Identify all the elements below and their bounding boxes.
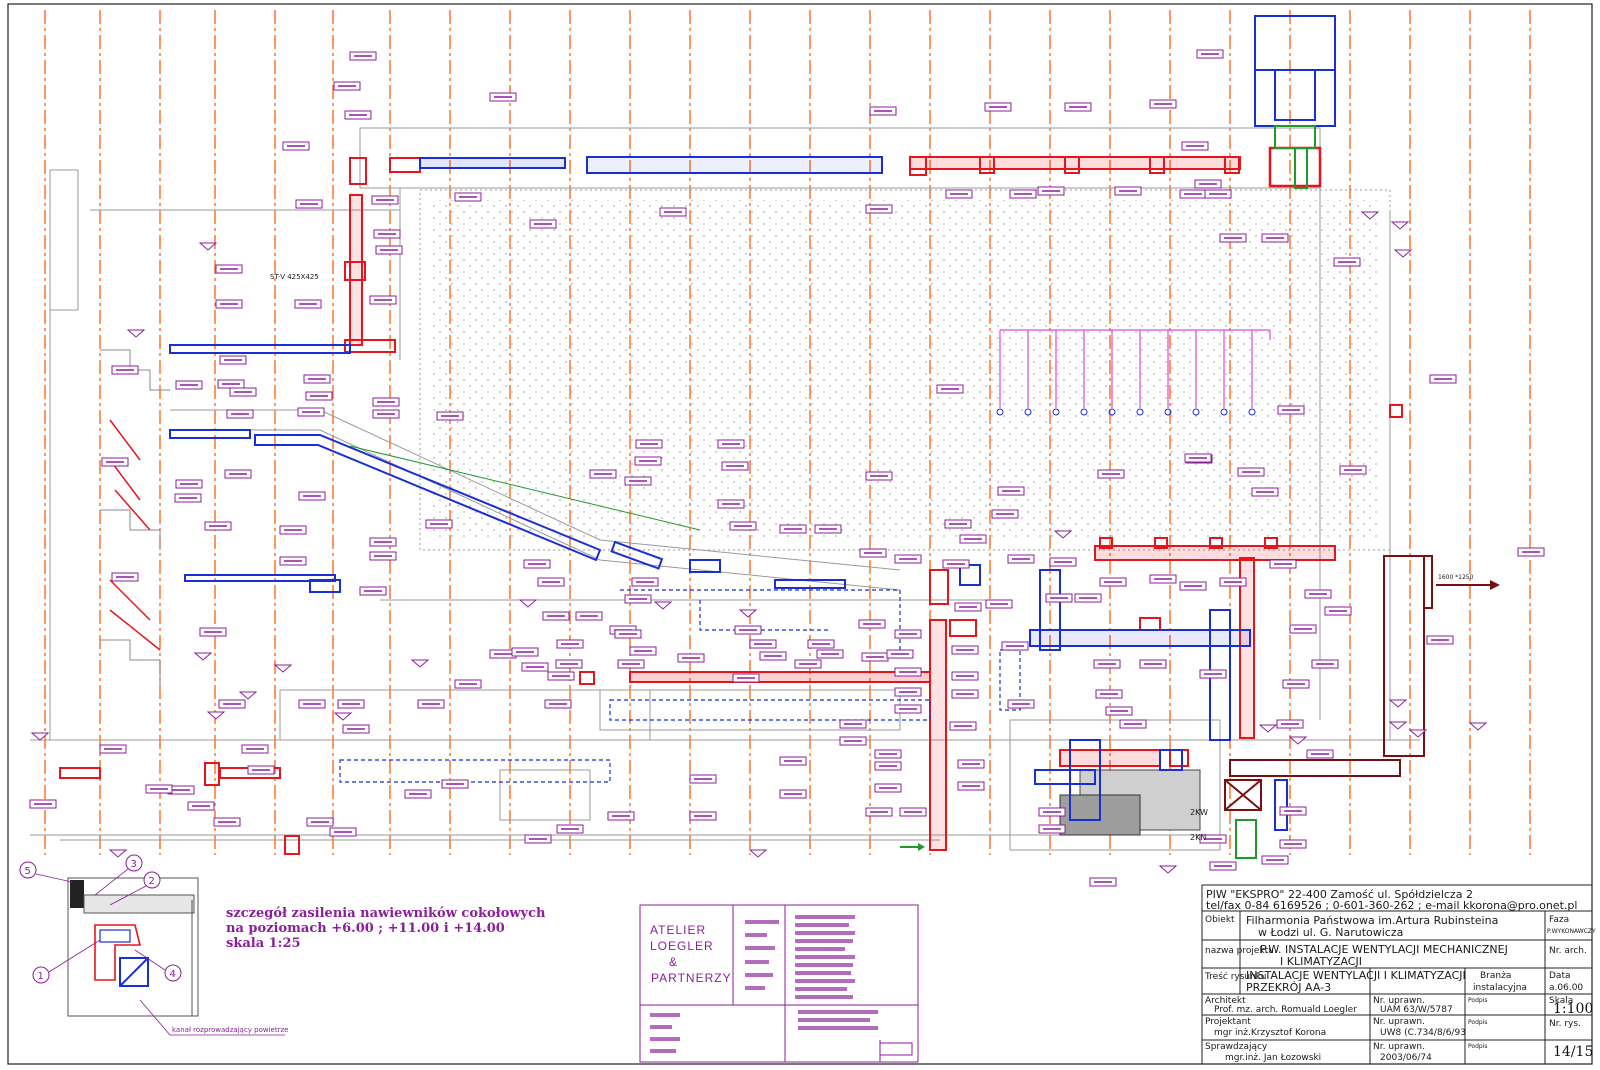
- detail-bubble-4: 4: [134, 949, 182, 982]
- detail-bubble-2: 2: [109, 871, 161, 906]
- tb-nr-rys-value: 14/15: [1553, 1044, 1593, 1060]
- detail-drawing: [67, 877, 285, 1036]
- tb-company-line2: tel/fax 0-84 6169526 ; 0-601-360-262 ; e…: [1206, 899, 1577, 912]
- tb-content-line1: INSTALACJE WENTYLACJI I KLIMATYZACJI: [1246, 969, 1466, 982]
- tb-content-label: Treść rysunku: [1204, 971, 1266, 982]
- annotation-tags: [29, 49, 1545, 887]
- tb-skala-label: Skala: [1549, 996, 1573, 1006]
- left-steps: [100, 349, 170, 690]
- tb-podpis1-label: Podpis: [1468, 997, 1488, 1004]
- tb-object-line2: w Łodzi ul. G. Narutowicza: [1258, 926, 1403, 939]
- stamp-line3: &: [669, 955, 678, 969]
- grid-axes: [44, 10, 1531, 855]
- stamp-line1: ATELIER: [650, 923, 706, 937]
- tb-skala-value: 1:100: [1553, 1001, 1593, 1017]
- svg-text:1: 1: [38, 971, 44, 982]
- detail-bubble-3: 3: [94, 854, 143, 896]
- svg-text:3: 3: [131, 859, 137, 870]
- tb-podpis2-label: Podpis: [1468, 1019, 1488, 1026]
- outlet-dim-label: 1600 *1250: [1438, 574, 1474, 581]
- diffuser-row: [999, 329, 1271, 408]
- title-block-frame: [1201, 884, 1593, 1065]
- tb-nr-upr3-label: Nr. uprawn.: [1373, 1042, 1425, 1052]
- supply-ducts: [59, 146, 1403, 855]
- architect-stamp: [639, 904, 919, 1063]
- tb-nr-rys-label: Nr. rys.: [1549, 1019, 1581, 1029]
- stamp-line4: PARTNERZY: [651, 971, 732, 985]
- tb-nr-upr1-label: Nr. uprawn.: [1373, 996, 1425, 1006]
- detail-bubble-5: 5: [19, 861, 73, 883]
- tb-architect-value: Prof. mz. arch. Romuald Loegler: [1214, 1005, 1357, 1015]
- svg-text:2: 2: [149, 876, 155, 887]
- tb-object-line1: Filharmonia Państwowa im.Artura Rubinste…: [1246, 914, 1498, 927]
- tb-data-value: a.06.00: [1549, 983, 1583, 993]
- diffuser-heads: [996, 408, 1256, 416]
- detail-caption-line1: szczegół zasilenia nawiewników cokołowyc…: [226, 906, 546, 921]
- tb-nr-upr3-value: 2003/06/74: [1380, 1053, 1432, 1063]
- tb-data-label: Data: [1549, 971, 1571, 981]
- tb-branza-label: Branża: [1480, 971, 1511, 981]
- left-hatch: [109, 419, 161, 651]
- detail-caption-line2: na poziomach +6.00 ; +11.00 i +14.00: [226, 921, 505, 936]
- stamp-bars: [650, 915, 878, 1053]
- outlet-arrow: [900, 580, 1500, 851]
- svg-text:5: 5: [25, 866, 31, 877]
- tb-branza-value: instalacyjna: [1473, 983, 1527, 993]
- tb-project-label: nazwa projektu: [1205, 946, 1274, 956]
- tb-sprawdzajacy-label: Sprawdzający: [1205, 1042, 1268, 1052]
- seating-field: [430, 200, 1380, 540]
- svg-text:4: 4: [170, 969, 176, 980]
- tb-nr-upr1-value: UAM 63/W/5787: [1380, 1005, 1453, 1015]
- exhaust-ducts: [119, 15, 1336, 987]
- recirc-ducts: [1224, 555, 1433, 811]
- tb-projektant-value: mgr inż.Krzysztof Korona: [1214, 1028, 1326, 1038]
- tb-project-line2: I KLIMATYZACJI: [1280, 955, 1362, 968]
- tb-architect-label: Architekt: [1205, 996, 1246, 1006]
- tb-object-label: Obiekt: [1205, 915, 1235, 925]
- tb-nr-arch-label: Nr. arch.: [1549, 946, 1587, 956]
- tb-sprawdzajacy-value: mgr.inż. Jan Łozowski: [1225, 1053, 1321, 1063]
- stamp-line2: LOEGLER: [650, 939, 714, 953]
- riser-label: ST-V 425X425: [270, 273, 319, 281]
- tb-faza-label: Faza: [1549, 915, 1569, 925]
- detail-bubble-1: 1: [32, 939, 101, 984]
- detail-note: kanał rozprowadzający powietrze: [172, 1026, 288, 1034]
- tb-content-line2: PRZEKRÓJ AA-3: [1246, 981, 1331, 994]
- tb-podpis3-label: Podpis: [1468, 1043, 1488, 1050]
- drawing-frame: [7, 3, 1593, 1065]
- section-markers: [30, 211, 1488, 874]
- tb-projektant-label: Projektant: [1205, 1017, 1251, 1027]
- tb-faza-value: P.WYKONAWCZY: [1547, 928, 1596, 935]
- detail-caption-line3: skala 1:25: [226, 936, 301, 951]
- tb-nr-upr2-value: UW8 (C.734/8/6/93: [1380, 1028, 1466, 1038]
- ahu-label-kw: 2KW: [1190, 808, 1208, 817]
- tb-project-line1: P.W. INSTALACJE WENTYLACJI MECHANICZNEJ: [1260, 943, 1508, 956]
- tb-company-line1: PIW "EKSPRO" 22-400 Zamość ul. Spółdziel…: [1206, 888, 1473, 901]
- dashed-returns: [339, 589, 1021, 783]
- tb-nr-upr2-label: Nr. uprawn.: [1373, 1017, 1425, 1027]
- green-elements: [349, 125, 1316, 859]
- ahu-label-kn: 2KN: [1190, 833, 1206, 842]
